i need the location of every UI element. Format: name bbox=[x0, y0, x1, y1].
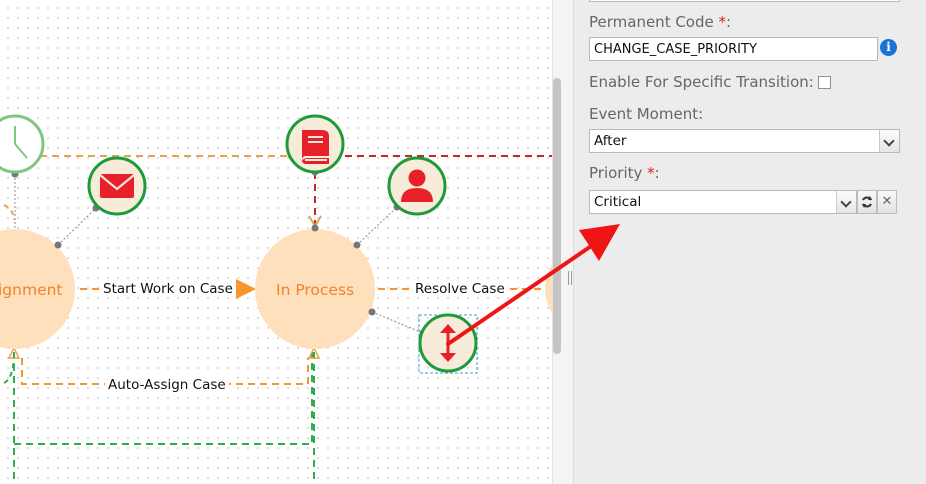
state-node-resolved[interactable] bbox=[545, 244, 552, 334]
diagram-layer bbox=[0, 114, 552, 484]
permanent-code-label: Permanent Code *: bbox=[589, 13, 731, 31]
event-moment-label: Event Moment: bbox=[589, 105, 703, 123]
state-node-assignment[interactable] bbox=[0, 229, 75, 349]
state-node-in-process[interactable] bbox=[255, 229, 375, 349]
resolve-label[interactable]: Resolve Case bbox=[412, 281, 508, 297]
clock-icon[interactable] bbox=[0, 114, 45, 174]
event-moment-select[interactable]: After bbox=[589, 129, 900, 153]
state-node-in-process-label: In Process bbox=[276, 281, 355, 299]
previous-field-input[interactable] bbox=[589, 0, 900, 2]
required-mark: * bbox=[647, 164, 655, 182]
green-loop-left-lower bbox=[3, 351, 15, 384]
envelope-icon[interactable] bbox=[87, 156, 147, 216]
priority-label-text: Priority bbox=[589, 164, 643, 182]
canvas-scrollbar-thumb[interactable] bbox=[553, 78, 561, 354]
info-icon[interactable]: i bbox=[880, 39, 897, 56]
book-icon[interactable] bbox=[285, 114, 345, 174]
refresh-icon bbox=[862, 196, 872, 208]
specific-transition-checkbox[interactable] bbox=[818, 76, 831, 89]
chevron-down-icon[interactable] bbox=[879, 130, 899, 152]
label-colon: : bbox=[726, 13, 732, 31]
start-work-label[interactable]: Start Work on Case bbox=[100, 281, 236, 297]
green-loop-left-curve bbox=[3, 204, 15, 221]
specific-transition-label: Enable For Specific Transition: bbox=[589, 73, 814, 91]
label-colon: : bbox=[654, 164, 660, 182]
permanent-code-input[interactable] bbox=[589, 37, 878, 61]
close-icon: ✕ bbox=[881, 194, 893, 209]
auto-assign-label[interactable]: Auto-Assign Case bbox=[105, 377, 229, 393]
vertical-arrows-icon[interactable] bbox=[418, 313, 478, 374]
connector-dot bbox=[311, 224, 319, 232]
state-node-assignment-label: ignment bbox=[0, 281, 63, 299]
properties-panel: Permanent Code *: i Enable For Specific … bbox=[574, 0, 926, 484]
specific-transition-label-text: Enable For Specific Transition: bbox=[589, 73, 814, 91]
clear-button[interactable]: ✕ bbox=[877, 190, 897, 214]
user-connector bbox=[356, 206, 398, 246]
required-mark: * bbox=[718, 13, 727, 31]
priority-label: Priority *: bbox=[589, 164, 660, 182]
event-moment-value: After bbox=[594, 133, 627, 149]
connector-dot bbox=[353, 241, 361, 249]
refresh-button[interactable] bbox=[857, 190, 877, 214]
splitter-grip[interactable] bbox=[568, 271, 572, 285]
chevron-down-icon[interactable] bbox=[836, 191, 856, 213]
workflow-canvas[interactable]: ignment In Process Start Work on Case Re… bbox=[0, 0, 552, 484]
connector-dot bbox=[368, 308, 376, 316]
green-loop-bottom[interactable] bbox=[14, 352, 313, 445]
loop-arrowhead-left bbox=[7, 346, 21, 359]
priority-connector bbox=[371, 311, 424, 334]
connector-dot bbox=[54, 241, 62, 249]
loop-arrowhead-right bbox=[307, 346, 321, 359]
envelope-connector bbox=[57, 207, 97, 246]
user-icon[interactable] bbox=[387, 156, 447, 216]
event-moment-label-text: Event Moment: bbox=[589, 105, 704, 123]
priority-select[interactable]: Critical bbox=[589, 190, 857, 214]
permanent-code-label-text: Permanent Code bbox=[589, 13, 714, 31]
priority-value: Critical bbox=[594, 194, 642, 210]
